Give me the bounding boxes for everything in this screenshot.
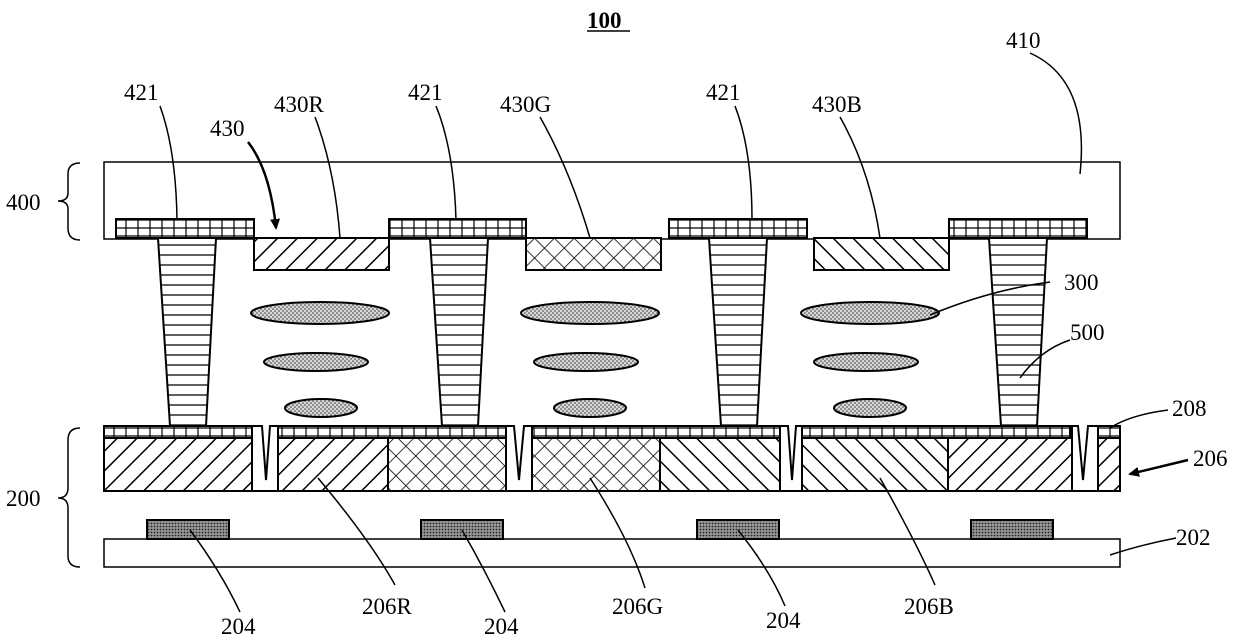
quantum-dot-group [251,302,939,417]
label-206R: 206R [362,594,413,619]
quantum-dot [251,302,389,324]
leader-430G [540,117,590,238]
label-200: 200 [6,486,41,511]
pixel-red-segment [278,438,388,491]
label-204-2: 204 [484,614,519,639]
quantum-dot [534,353,638,371]
black-matrix-segment [116,219,254,238]
leader-421-2 [436,106,456,220]
color-filter-green [526,238,661,270]
pixel-red-segment [1098,438,1120,491]
label-300: 300 [1064,270,1099,295]
quantum-dot [814,353,918,371]
leader-204-2 [462,530,505,612]
label-204-3: 204 [766,608,801,633]
pixel-green-segment [388,438,506,491]
brace-400 [58,163,80,240]
layer-208-segment [104,426,258,438]
leader-206R [318,478,395,585]
label-206B: 206B [904,594,954,619]
label-204-1: 204 [221,614,256,639]
black-matrix-layer [116,219,1087,238]
label-421-1: 421 [124,80,159,105]
label-400: 400 [6,190,41,215]
label-206G: 206G [612,594,663,619]
spacer-column [989,238,1047,426]
label-421-3: 421 [706,80,741,105]
leader-430B [840,117,880,238]
black-matrix-segment [669,219,807,238]
label-430: 430 [210,116,245,141]
electrode [147,520,229,539]
pixel-blue-segment [660,438,780,491]
label-208: 208 [1172,396,1207,421]
pixel-gap [780,426,802,491]
electrode-group [147,520,1053,539]
leader-410 [1030,53,1081,174]
pixel-red-segment [948,438,1072,491]
label-202: 202 [1176,525,1211,550]
quantum-dot [801,302,939,324]
arrow-206 [1130,460,1188,474]
label-500: 500 [1070,320,1105,345]
label-421-2: 421 [408,80,443,105]
leader-206B [880,478,935,585]
pixel-gap [252,426,278,491]
quantum-dot [834,399,906,417]
pixel-blue-segment [802,438,948,491]
pixel-green-segment [532,438,660,491]
black-matrix-segment [389,219,526,238]
pixel-gap [1072,426,1098,491]
quantum-dot [264,353,368,371]
leader-430R [315,117,340,238]
electrode [421,520,503,539]
color-filter-red [254,238,389,270]
label-410: 410 [1006,28,1041,53]
layer-208-segment [530,426,782,438]
figure-title: 100 [587,8,622,33]
spacer-column [430,238,488,426]
electrode [697,520,779,539]
leader-206G [590,478,645,588]
layer-208-segment [276,426,510,438]
color-filter-blue [814,238,949,270]
label-430R: 430R [274,92,325,117]
brace-200 [58,428,80,567]
electrode [971,520,1053,539]
label-430G: 430G [500,92,551,117]
leader-421-1 [160,106,177,220]
pixel-red-segment [104,438,252,491]
quantum-dot [285,399,357,417]
pixel-gap [506,426,532,491]
quantum-dot [521,302,659,324]
leader-204-1 [190,530,240,612]
quantum-dot [554,399,626,417]
black-matrix-segment [949,219,1087,238]
arrow-430 [248,142,276,228]
leader-421-3 [735,106,752,220]
lower-substrate [104,539,1120,567]
label-430B: 430B [812,92,862,117]
spacer-column [158,238,216,426]
label-206: 206 [1193,446,1228,471]
leader-204-3 [738,530,785,606]
spacer-column [709,238,767,426]
layer-208-segment [800,426,1070,438]
